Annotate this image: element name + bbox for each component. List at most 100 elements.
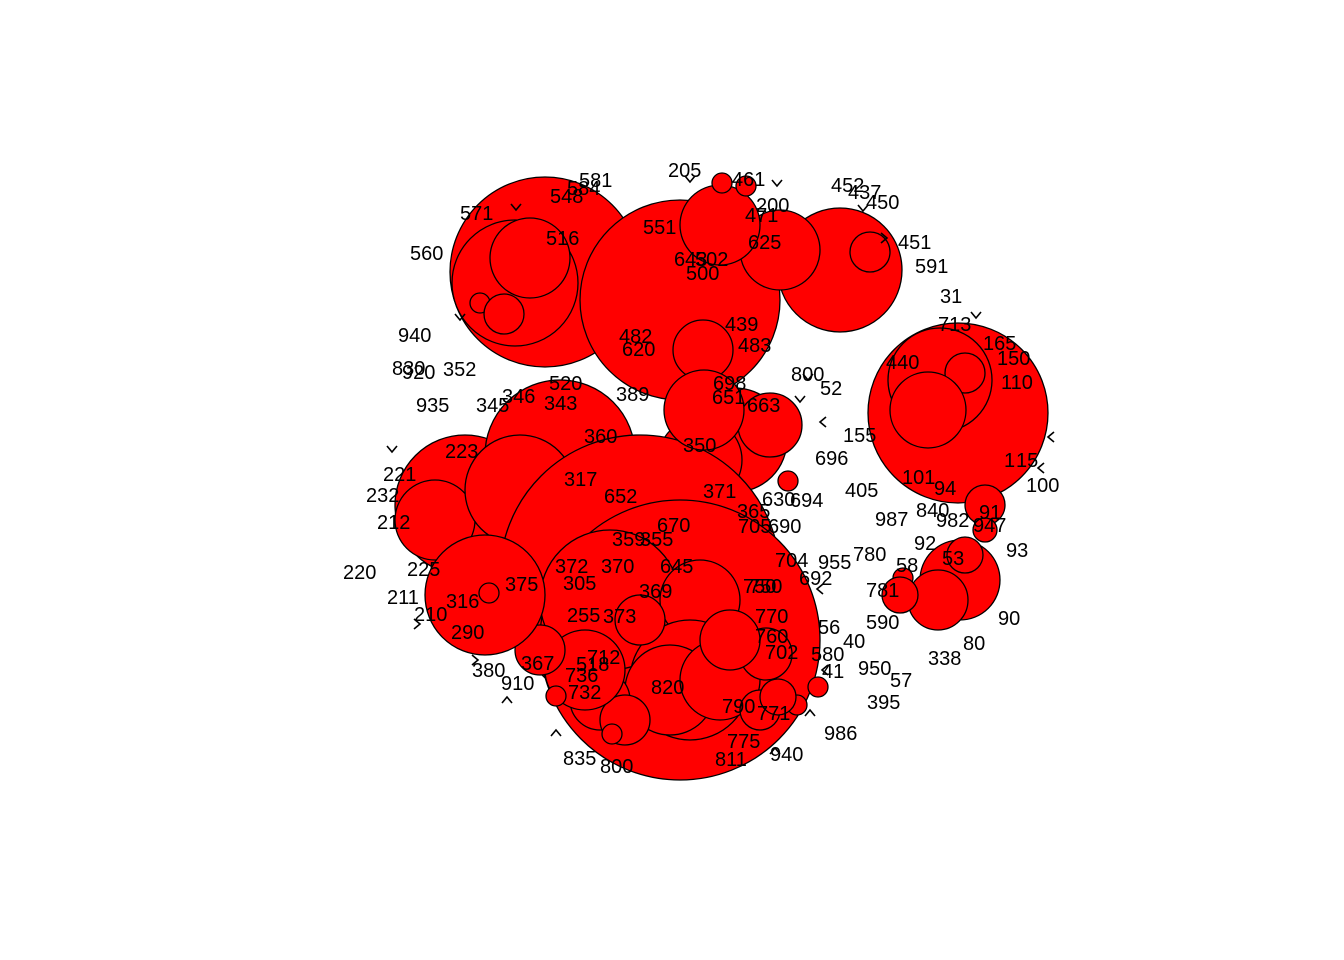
- node-label: 698: [713, 373, 746, 395]
- edge-arrowhead: [454, 313, 466, 322]
- graph-node: [489, 217, 571, 299]
- node-label: 365: [737, 501, 770, 523]
- node-label: 584: [567, 178, 600, 200]
- edge-arrowhead: [857, 204, 869, 213]
- node-label: 705: [738, 516, 771, 538]
- edge-arrowhead: [771, 179, 783, 188]
- node-label: 750: [743, 576, 776, 598]
- edge-arrowhead: [818, 416, 827, 428]
- edge-arrowhead: [794, 395, 806, 404]
- node-label: 100: [1026, 475, 1059, 497]
- node-label: 305: [563, 573, 596, 595]
- node-label: 53: [942, 548, 964, 570]
- node-label: 41: [822, 661, 844, 683]
- node-label: 770: [755, 606, 788, 628]
- node-label: 663: [747, 395, 780, 417]
- node-label: 80: [963, 633, 985, 655]
- node-label: 165: [983, 333, 1016, 355]
- node-label: 502: [695, 249, 728, 271]
- node-label: 346: [502, 386, 535, 408]
- node-label: 651: [712, 387, 745, 409]
- edge-arrowhead: [820, 664, 829, 676]
- node-label: 780: [853, 544, 886, 566]
- node-label: 360: [584, 426, 617, 448]
- node-label: 405: [845, 480, 878, 502]
- graph-node: [483, 293, 525, 335]
- edge-arrowhead: [970, 311, 982, 320]
- edge-arrow-layer: [386, 175, 1055, 755]
- node-layer: [394, 172, 1049, 781]
- node-label: 732: [568, 682, 601, 704]
- node-label: 940: [770, 744, 803, 766]
- graph-node: [735, 175, 757, 197]
- node-label: 775: [727, 731, 760, 753]
- node-label: 760: [755, 626, 788, 648]
- node-label: 380: [472, 660, 505, 682]
- node-label: 155: [843, 425, 876, 447]
- node-label: 835: [563, 748, 596, 770]
- node-label: 580: [811, 644, 844, 666]
- node-label: 581: [579, 170, 612, 192]
- edge-arrowhead: [880, 232, 889, 244]
- node-label: 352: [443, 359, 476, 381]
- graph-node: [663, 369, 745, 451]
- graph-node: [478, 582, 500, 604]
- node-label: 483: [738, 335, 771, 357]
- node-label: 90: [998, 608, 1020, 630]
- graph-node: [881, 576, 919, 614]
- node-label: 820: [651, 677, 684, 699]
- node-label: 338: [928, 648, 961, 670]
- node-label: 210: [414, 604, 447, 626]
- node-label: 110: [1001, 372, 1033, 394]
- node-label: 359: [612, 529, 645, 551]
- node-label: 101: [902, 467, 935, 489]
- node-label: 591: [915, 256, 948, 278]
- node-label: 212: [377, 512, 410, 534]
- node-label: 986: [824, 723, 857, 745]
- node-label: 317: [564, 469, 597, 491]
- graph-node: [711, 172, 733, 194]
- node-label: 371: [703, 481, 736, 503]
- edge-arrowhead: [501, 695, 513, 704]
- edge-arrowhead: [1036, 462, 1045, 474]
- node-label: 548: [550, 186, 583, 208]
- node-label: 712: [587, 647, 620, 669]
- node-label: 355: [640, 529, 673, 551]
- graph-node: [614, 594, 666, 646]
- node-label: 205: [668, 160, 701, 182]
- node-label: 643: [674, 249, 707, 271]
- node-label: 370: [601, 556, 634, 578]
- node-label: 590: [866, 612, 899, 634]
- node-label: 800: [600, 756, 633, 778]
- graph-node: [545, 685, 567, 707]
- node-label: 93: [1006, 540, 1028, 562]
- node-label: 482: [619, 326, 652, 348]
- node-label: 947: [973, 515, 1006, 537]
- node-label: 439: [725, 314, 758, 336]
- node-label: 713: [938, 314, 971, 336]
- node-label: 40: [843, 631, 865, 653]
- node-label: 620: [622, 339, 655, 361]
- node-label: 811: [715, 749, 747, 771]
- node-label: 220: [343, 562, 376, 584]
- node-label: 518: [576, 654, 609, 676]
- node-label: 200: [756, 195, 789, 217]
- edge-arrowhead: [804, 708, 816, 717]
- graph-node: [946, 536, 984, 574]
- node-label: 920: [402, 362, 435, 384]
- edge-arrowhead: [510, 203, 522, 212]
- node-label: 955: [818, 552, 851, 574]
- node-label: 343: [544, 393, 577, 415]
- node-label: 560: [410, 243, 443, 265]
- edge-arrowhead: [471, 654, 480, 666]
- node-label: 56: [818, 617, 840, 639]
- node-label: 350: [683, 435, 716, 457]
- node-label: 395: [867, 692, 900, 714]
- node-label: 232: [366, 485, 399, 507]
- node-label: 92: [914, 533, 936, 555]
- node-label: 373: [603, 606, 636, 628]
- node-label: 736: [565, 665, 598, 687]
- node-label: 369: [639, 581, 672, 603]
